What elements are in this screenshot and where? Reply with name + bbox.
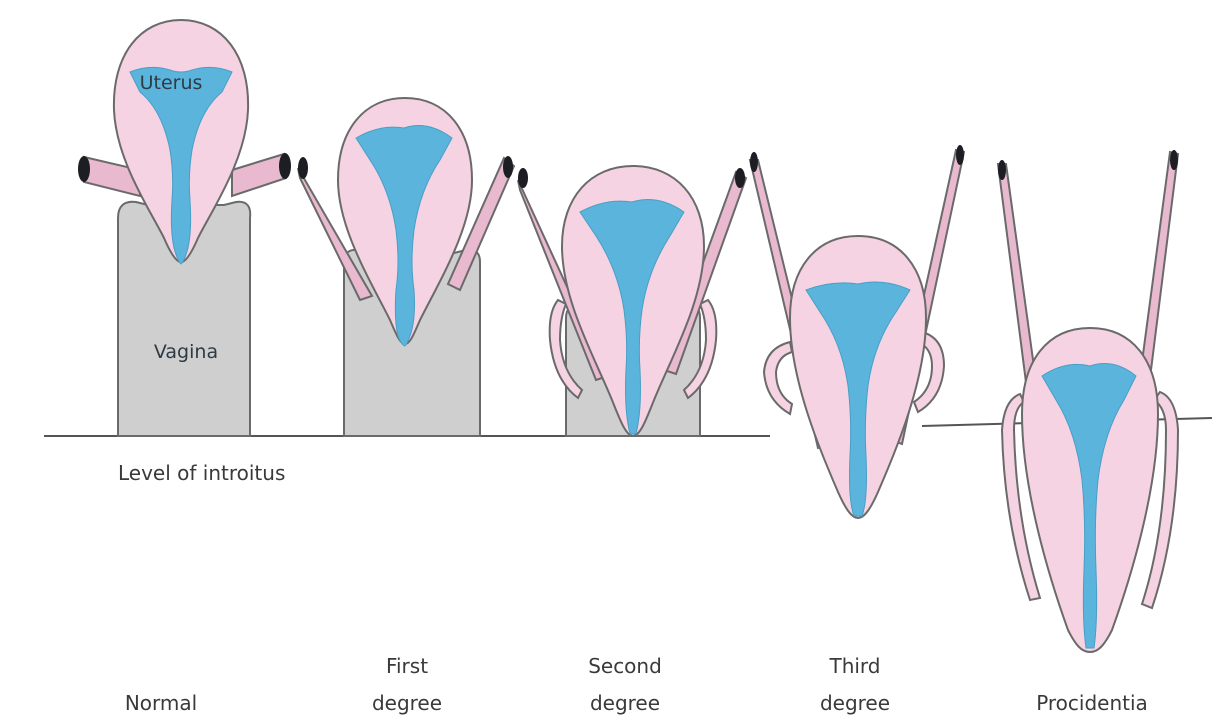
stage-third-degree-figure	[750, 145, 964, 518]
stage-third-label-line2: degree	[820, 691, 890, 715]
stage-second-label-line2: degree	[590, 691, 660, 715]
tube-tip-third-left	[750, 152, 758, 172]
introitus-label: Level of introitus	[118, 461, 285, 485]
tube-tip-normal-left	[78, 156, 90, 182]
stage-normal-figure: Uterus Vagina	[78, 20, 291, 436]
tube-tip-procidentia-right	[1170, 150, 1178, 170]
tube-tip-second-left	[518, 168, 528, 188]
stage-first-label-line2: degree	[372, 691, 442, 715]
tube-normal-right	[232, 154, 286, 196]
stage-second-label-line1: Second	[588, 654, 662, 678]
vagina-label: Vagina	[154, 341, 218, 363]
stage-third-label-line1: Third	[828, 654, 880, 678]
vaginal-fold-third-left	[764, 342, 792, 414]
stage-procidentia-figure	[998, 150, 1178, 652]
tube-tip-second-right	[735, 168, 745, 188]
tube-tip-normal-right	[279, 153, 291, 179]
stage-normal-label: Normal	[125, 691, 197, 715]
tube-tip-first-right	[503, 156, 513, 178]
stage-first-label-line1: First	[386, 654, 428, 678]
uterus-label: Uterus	[140, 72, 203, 94]
tube-tip-third-right	[956, 145, 964, 165]
tube-tip-first-left	[298, 157, 308, 179]
stage-procidentia-label: Procidentia	[1036, 691, 1148, 715]
tube-tip-procidentia-left	[998, 160, 1006, 180]
stage-second-degree-figure	[518, 166, 746, 436]
stage-first-degree-figure	[298, 98, 514, 436]
